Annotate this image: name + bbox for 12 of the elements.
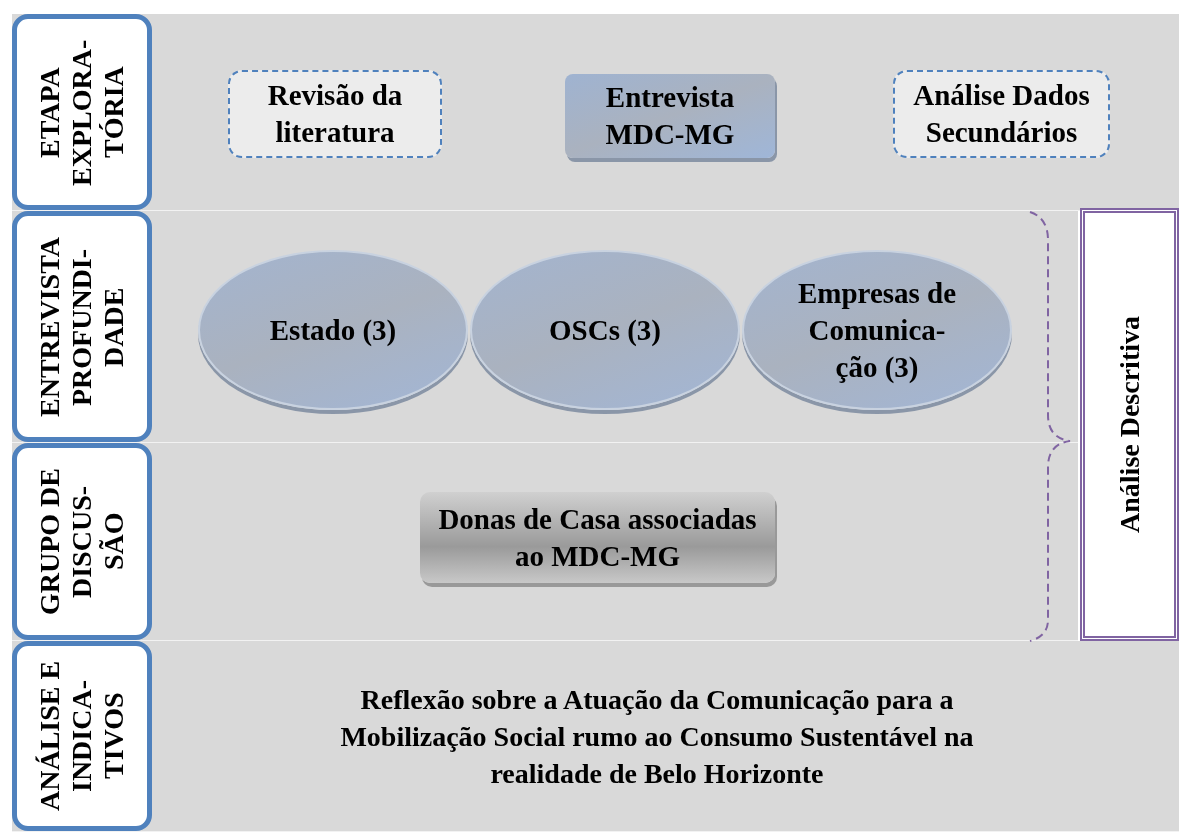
lane-band bbox=[12, 211, 1078, 443]
conclusion-text: Reflexão sobre a Atuação da Comunicação para a Mobilização Social rumo ao Consumo Sustentável na realidade de Belo Horizonte bbox=[339, 682, 975, 791]
lane-label: GRUPO DE DISCUS- SÃO bbox=[12, 443, 152, 640]
lane-label: ETAPA EXPLORA- TÓRIA bbox=[12, 14, 152, 210]
lane-label: ANÁLISE E INDICA- TIVOS bbox=[12, 641, 152, 831]
dashed-box: Análise Dados Secundários bbox=[893, 70, 1110, 158]
lane-label: ENTREVISTA PROFUNDI- DADE bbox=[12, 211, 152, 442]
side-box: Análise Descritiva bbox=[1080, 208, 1179, 641]
lane-band bbox=[12, 14, 1179, 211]
lane-band bbox=[12, 443, 1078, 641]
dashed-box: Revisão da literatura bbox=[228, 70, 442, 158]
lane-band bbox=[12, 641, 1179, 832]
